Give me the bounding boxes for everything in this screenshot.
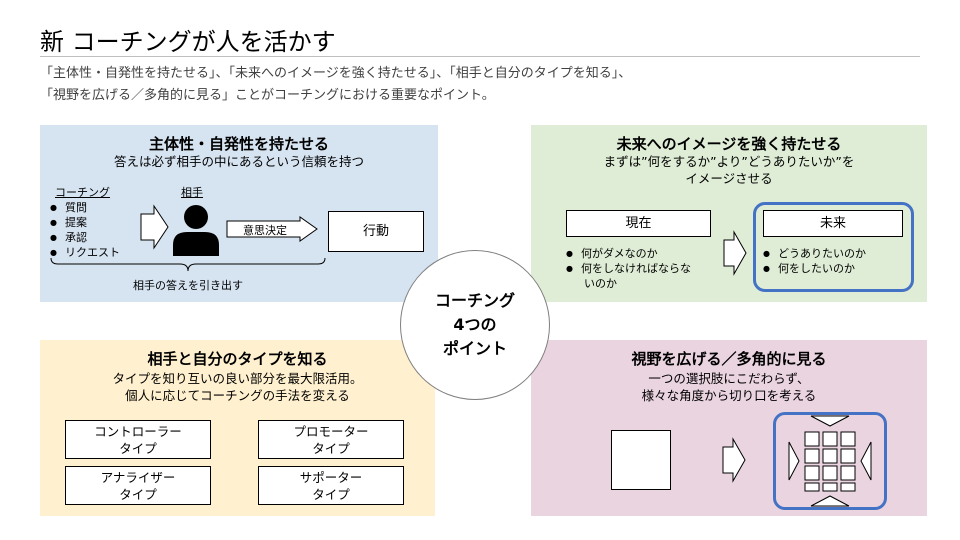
quadrant-future-image: 未来へのイメージを強く持たせる まずは”何をするか”より”どうありたいか”を イ…: [531, 125, 927, 302]
coaching-methods-list: 質問 提案 承認 リクエスト: [50, 201, 120, 261]
action-label: 行動: [362, 224, 389, 239]
action-box: 行動: [328, 211, 424, 252]
autonomy-title: 主体性・自発性を持たせる: [148, 135, 329, 153]
now-item: 何がダメなのか: [566, 247, 696, 262]
arrow-right-icon: [140, 204, 169, 250]
grid-multi-angle-icon: [788, 415, 872, 507]
future-item: 何をしたいのか: [763, 262, 866, 277]
coaching-method-item: 提案: [50, 216, 120, 231]
partner-label: 相手: [181, 186, 203, 199]
subtitle-line-1: 「主体性・自発性を持たせる」、「未来へのイメージを強く持たせる」、「相手と自分の…: [40, 66, 632, 81]
brace-icon: [50, 257, 326, 272]
decision-arrow-icon: [226, 216, 318, 242]
page-subtitle: 「主体性・自発性を持たせる」、「未来へのイメージを強く持たせる」、「相手と自分の…: [40, 63, 631, 107]
future-image-subtitle: まずは”何をするか”より”どうありたいか”を イメージさせる: [603, 154, 855, 186]
quadrant-broaden-view: 視野を広げる／多角的に見る 一つの選択肢にこだわらず、 様々な角度から切り口を考…: [531, 340, 927, 516]
type-label: サポーター タイプ: [299, 469, 363, 502]
autonomy-subtitle: 答えは必ず相手の中にあるという信頼を持つ: [113, 154, 364, 169]
future-item: どうありたいのか: [763, 247, 866, 262]
broaden-view-title: 視野を広げる／多角的に見る: [631, 350, 827, 368]
arrow-right-icon: [722, 437, 746, 483]
quadrant-know-types: 相手と自分のタイプを知る タイプを知り互いの良い部分を最大限活用。 個人に応じて…: [40, 340, 435, 516]
type-box-controller: コントローラー タイプ: [65, 420, 211, 459]
title-divider: [40, 56, 920, 57]
type-box-promoter: プロモーター タイプ: [258, 420, 404, 459]
future-label: 未来: [819, 216, 846, 231]
now-item: 何をしなければならないのか: [566, 262, 696, 291]
page-title: 新 コーチングが人を活かす: [40, 28, 336, 56]
now-box: 現在: [566, 210, 711, 237]
type-label: プロモーター タイプ: [293, 423, 369, 456]
coaching-method-item: 質問: [50, 201, 120, 216]
center-circle: コーチング 4つの ポイント: [400, 250, 550, 400]
subtitle-line-2: 「視野を広げる／多角的に見る」ことがコーチングにおける重要なポイント。: [40, 88, 495, 103]
person-icon: [173, 205, 219, 256]
broaden-view-subtitle: 一つの選択肢にこだわらず、 様々な角度から切り口を考える: [641, 371, 817, 403]
single-view-square: [611, 430, 671, 490]
coaching-method-item: 承認: [50, 231, 120, 246]
now-label: 現在: [625, 216, 652, 231]
future-highlight: [753, 202, 914, 292]
type-label: アナライザー タイプ: [100, 469, 176, 502]
draw-out-answer-label: 相手の答えを引き出す: [133, 279, 243, 292]
arrow-right-icon: [723, 230, 747, 276]
future-image-title: 未来へのイメージを強く持たせる: [616, 135, 842, 153]
now-items-list: 何がダメなのか 何をしなければならないのか: [566, 247, 696, 291]
know-types-title: 相手と自分のタイプを知る: [147, 350, 328, 368]
decision-label: 意思決定: [243, 224, 287, 237]
type-box-analyzer: アナライザー タイプ: [65, 466, 211, 505]
know-types-subtitle: タイプを知り互いの良い部分を最大限活用。 個人に応じてコーチングの手法を変える: [112, 371, 363, 403]
multi-view-highlight: [773, 412, 887, 510]
type-label: コントローラー タイプ: [94, 423, 182, 456]
coaching-label: コーチング: [55, 186, 110, 199]
future-box: 未来: [763, 210, 903, 237]
quadrant-autonomy: 主体性・自発性を持たせる 答えは必ず相手の中にあるという信頼を持つ コーチング …: [40, 125, 438, 302]
future-items-list: どうありたいのか 何をしたいのか: [763, 247, 866, 277]
coaching-method-item: リクエスト: [50, 246, 120, 261]
type-box-supporter: サポーター タイプ: [258, 466, 404, 505]
